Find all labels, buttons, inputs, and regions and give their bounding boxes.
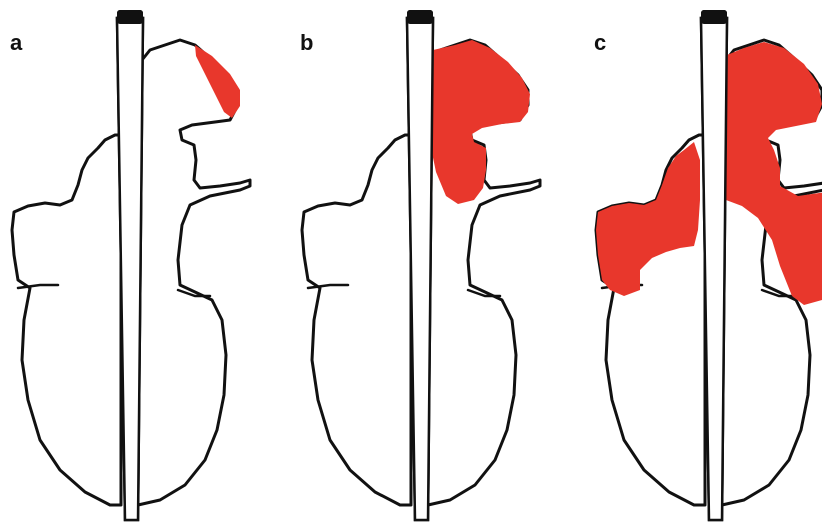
- panel-label-a: a: [10, 30, 23, 55]
- panel-label-c: c: [594, 30, 606, 55]
- highlight-region-b: [431, 40, 530, 204]
- panel-label-b: b: [300, 30, 313, 55]
